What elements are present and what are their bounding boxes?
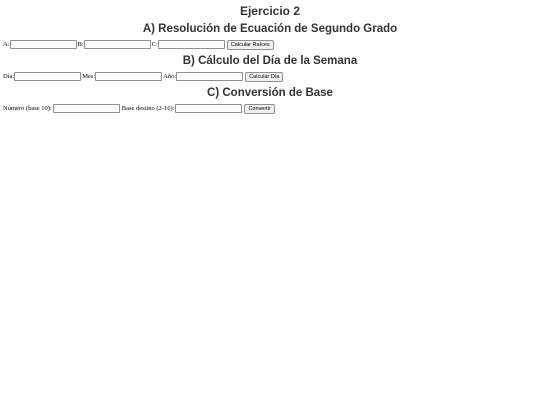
convert-button[interactable]: Convertir: [244, 103, 275, 114]
day-label: Día:: [3, 72, 15, 80]
calculate-roots-button[interactable]: Calcular Raíces: [226, 39, 274, 50]
section-b-heading: B) Cálculo del Día de la Semana: [182, 55, 358, 67]
coefficient-c-label: C:: [151, 40, 158, 48]
quadratic-form: A: B: C: Calcular Raíces: [3, 39, 274, 50]
calculate-day-button[interactable]: Calcular Día: [245, 71, 284, 82]
day-input[interactable]: [14, 72, 82, 81]
year-input[interactable]: [176, 72, 244, 81]
page-title: Ejercicio 2: [239, 4, 301, 18]
coefficient-c-input[interactable]: [157, 40, 225, 49]
section-c-heading: C) Conversión de Base: [207, 87, 333, 99]
coefficient-a-label: A:: [3, 40, 10, 48]
coefficient-a-input[interactable]: [9, 40, 77, 49]
target-base-label: Base destino (2-16):: [121, 104, 175, 112]
section-a-heading: A) Resolución de Ecuación de Segundo Gra…: [142, 23, 398, 35]
number-label: Número (base 10):: [3, 104, 52, 112]
weekday-form: Día: Mes: Año: Calcular Día: [3, 71, 284, 82]
number-input[interactable]: [52, 104, 120, 113]
coefficient-b-input[interactable]: [83, 40, 151, 49]
month-input[interactable]: [95, 72, 163, 81]
target-base-input[interactable]: [175, 104, 243, 113]
coefficient-b-label: B:: [77, 40, 84, 48]
year-label: Año:: [163, 72, 177, 80]
month-label: Mes:: [82, 72, 96, 80]
base-conversion-form: Número (base 10): Base destino (2-16): C…: [3, 103, 275, 114]
